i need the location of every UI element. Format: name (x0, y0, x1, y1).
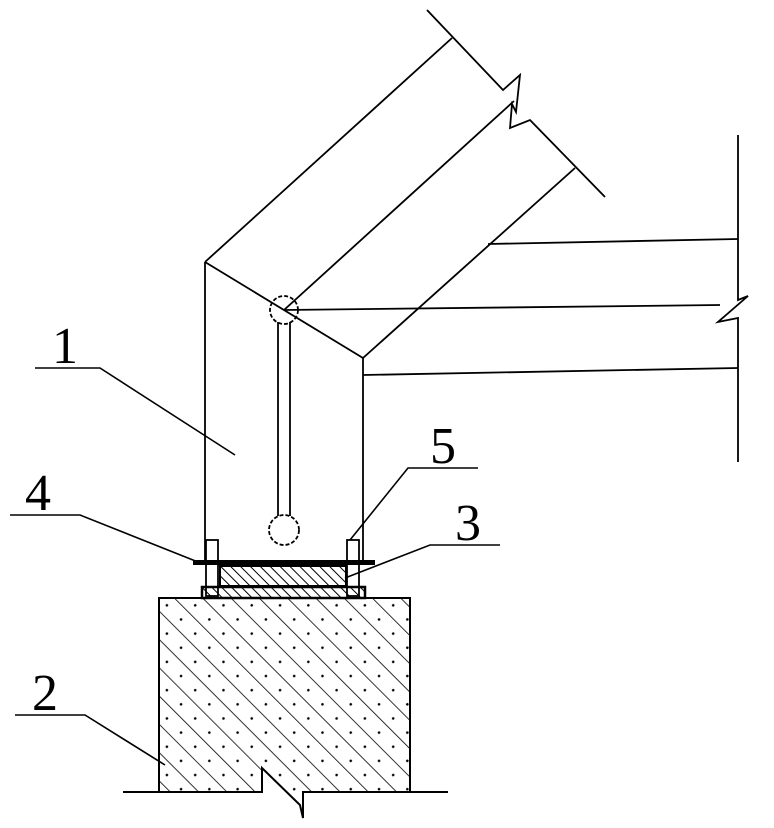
label-5: 5 (430, 418, 456, 475)
hanger-ball (269, 515, 299, 545)
column (205, 262, 363, 562)
hanger-rod (269, 296, 299, 545)
break-line-top (427, 10, 605, 197)
top-plate (193, 560, 375, 565)
label-2: 2 (32, 665, 58, 722)
pier (123, 598, 448, 818)
label-1: 1 (52, 318, 78, 375)
inclined-beam (205, 10, 605, 358)
label-3: 3 (455, 495, 481, 552)
break-line-right (718, 135, 748, 462)
horizontal-beam (284, 135, 748, 462)
bearing-pad (220, 566, 346, 586)
base-plate (202, 587, 365, 598)
label-4: 4 (25, 465, 51, 522)
